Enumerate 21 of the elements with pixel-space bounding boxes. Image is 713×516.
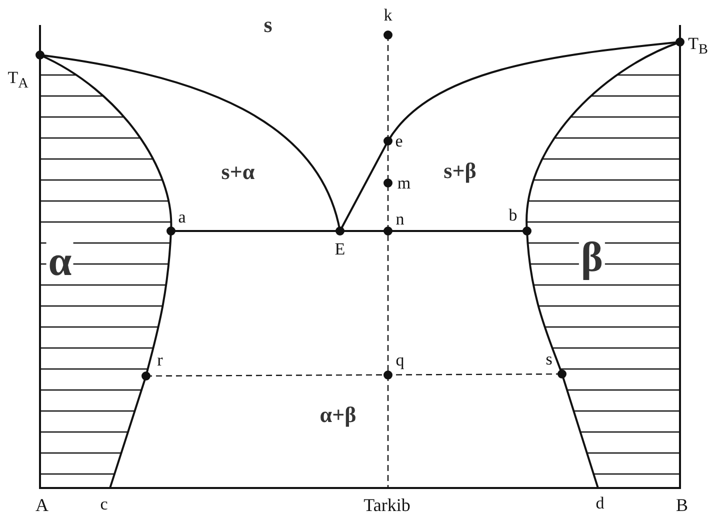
point-label: d [596, 494, 604, 512]
point-label: q [396, 352, 404, 368]
point-label: b [508, 206, 518, 224]
point-label: T$_{A}$ [8, 69, 28, 91]
point-label: r [157, 352, 163, 368]
point-label: c [100, 496, 108, 512]
phase-region-label: s [264, 14, 272, 36]
point-label: E [334, 240, 346, 258]
point-label: k [384, 6, 392, 24]
point-label: e [395, 132, 403, 150]
point-label: T$_{B}$ [688, 35, 708, 57]
axis-label: A [36, 496, 48, 514]
axis-label: B [676, 496, 688, 514]
phase-region-label: α+β [320, 404, 356, 426]
point-label: n [396, 210, 404, 228]
phase-region-label: s+α [221, 161, 255, 183]
axis-label: Tarkib [364, 496, 410, 514]
phase-region-label: s+β [444, 160, 476, 182]
point-label: s [546, 350, 552, 368]
point-label: a [178, 208, 186, 226]
point-label: m [397, 174, 411, 192]
